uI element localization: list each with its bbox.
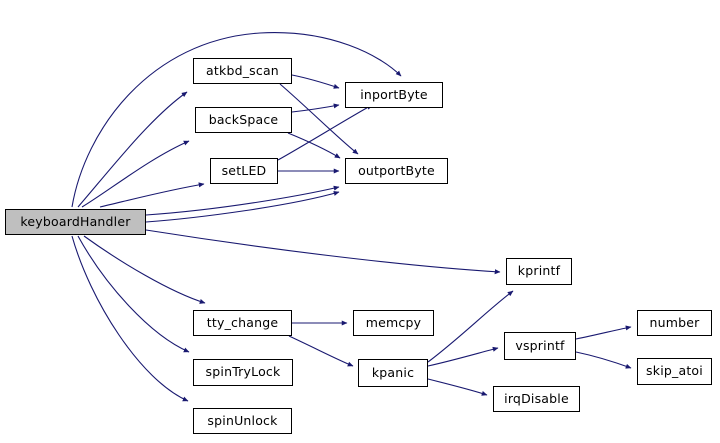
edge-backSpace-outportByte	[287, 132, 341, 159]
node-vsprintf[interactable]: vsprintf	[504, 332, 576, 360]
edge-tty_change-kpanic	[288, 335, 354, 367]
edge-keyboardHandler-setLED	[99, 182, 205, 208]
edge-atkbd_scan-inportByte	[291, 74, 340, 89]
edge-setLED-inportByte	[277, 104, 373, 161]
node-inportByte[interactable]: inportByte	[345, 82, 443, 108]
edge-keyboardHandler-atkbd_scan	[77, 91, 188, 208]
edge-keyboardHandler-outportByte-2	[145, 191, 340, 223]
node-number[interactable]: number	[637, 310, 712, 336]
node-memcpy[interactable]: memcpy	[353, 310, 434, 336]
node-tty_change[interactable]: tty_change	[193, 310, 292, 336]
edge-keyboardHandler-kprintf	[145, 229, 501, 275]
edge-vsprintf-number	[575, 325, 632, 340]
edge-backSpace-inportByte	[291, 103, 340, 113]
edge-keyboardHandler-spinUnlock	[71, 235, 189, 402]
node-irqDisable[interactable]: irqDisable	[493, 386, 580, 412]
edge-atkbd_scan-outportByte	[279, 83, 359, 155]
edge-keyboardHandler-outportByte-1	[145, 185, 340, 216]
edge-kpanic-irqDisable	[427, 378, 488, 396]
node-kprintf[interactable]: kprintf	[506, 258, 572, 285]
node-kpanic[interactable]: kpanic	[358, 359, 428, 387]
edge-vsprintf-skip_atoi	[575, 351, 632, 369]
edge-keyboardHandler-spinTryLock	[77, 235, 190, 353]
node-spinTryLock[interactable]: spinTryLock	[193, 359, 293, 386]
node-skip_atoi[interactable]: skip_atoi	[637, 358, 712, 385]
node-atkbd_scan[interactable]: atkbd_scan	[193, 58, 292, 84]
node-setLED[interactable]: setLED	[210, 158, 278, 184]
node-keyboardHandler[interactable]: keyboardHandler	[5, 209, 146, 235]
node-backSpace[interactable]: backSpace	[195, 107, 292, 133]
node-outportByte[interactable]: outportByte	[345, 158, 448, 184]
edge-kpanic-kprintf	[427, 290, 514, 363]
edge-keyboardHandler-backSpace	[81, 140, 190, 208]
node-spinUnlock[interactable]: spinUnlock	[193, 408, 292, 434]
edge-keyboardHandler-tty_change	[83, 235, 206, 304]
edge-kpanic-vsprintf	[427, 346, 499, 367]
edge-keyboardHandler-inportByte	[71, 32, 402, 208]
